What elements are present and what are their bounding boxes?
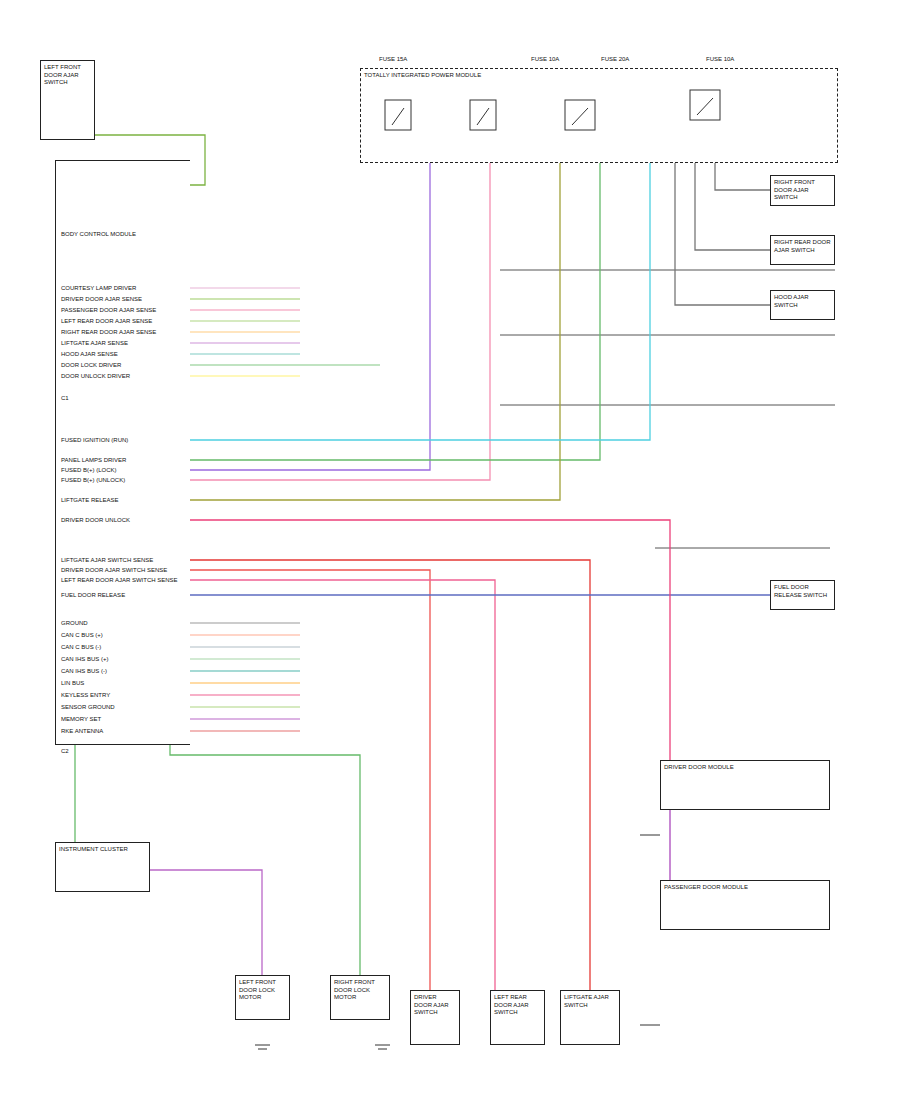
node-text: INSTRUMENT CLUSTER (59, 846, 146, 854)
node-text: HOOD AJAR SWITCH (774, 294, 831, 309)
relay-symbols (385, 90, 720, 130)
pin-name: COURTESY LAMP DRIVER (60, 285, 137, 292)
pin-name: DOOR LOCK DRIVER (60, 362, 122, 369)
wire (190, 163, 560, 500)
switch-box: LEFT FRONT DOOR AJAR SWITCH (40, 60, 95, 140)
pin-name: PASSENGER DOOR AJAR SENSE (60, 307, 157, 314)
wire (669, 810, 670, 880)
motor-box: LEFT FRONT DOOR LOCK MOTOR (235, 975, 290, 1020)
pin-name: LEFT REAR DOOR AJAR SWITCH SENSE (60, 577, 179, 584)
node-text: LEFT REAR DOOR AJAR SWITCH (494, 994, 541, 1017)
pin-name: CAN IHS BUS (-) (60, 668, 108, 675)
pin-name: HOOD AJAR SENSE (60, 351, 119, 358)
module-box: PASSENGER DOOR MODULE (660, 880, 830, 930)
pin-name: C1 (60, 395, 70, 402)
wire (190, 580, 495, 990)
switch-box: RIGHT FRONT DOOR AJAR SWITCH (770, 175, 835, 206)
node-text: DRIVER DOOR AJAR SWITCH (414, 994, 456, 1017)
module-box: DRIVER DOOR MODULE (660, 760, 830, 810)
wire (190, 594, 770, 595)
switch-box: HOOD AJAR SWITCH (770, 290, 835, 320)
wire (190, 560, 590, 990)
wire (715, 163, 770, 190)
pin-name: PANEL LAMPS DRIVER (60, 457, 127, 464)
pin-name: LIFTGATE AJAR SENSE (60, 340, 129, 347)
wire (190, 163, 490, 480)
switch-box: RIGHT REAR DOOR AJAR SWITCH (770, 235, 835, 265)
pin-name: LIFTGATE RELEASE (60, 497, 120, 504)
fuse-label: FUSE 20A (600, 56, 630, 63)
node-text: LEFT FRONT DOOR AJAR SWITCH (44, 64, 91, 87)
pin-name: MEMORY SET (60, 716, 102, 723)
node-text: PASSENGER DOOR MODULE (664, 884, 826, 892)
wire (190, 570, 430, 990)
pin-name: DRIVER DOOR AJAR SWITCH SENSE (60, 567, 168, 574)
pin-name: FUSED IGNITION (RUN) (60, 437, 129, 444)
node-text: TOTALLY INTEGRATED POWER MODULE (364, 72, 834, 80)
wire (170, 745, 360, 975)
pin-name: LEFT REAR DOOR AJAR SENSE (60, 318, 153, 325)
switch-box: FUEL DOOR RELEASE SWITCH (770, 580, 835, 610)
pin-name: FUEL DOOR RELEASE (60, 592, 126, 599)
ground-symbols (255, 835, 660, 1049)
node-text: RIGHT FRONT DOOR AJAR SWITCH (774, 179, 831, 202)
node-text: DRIVER DOOR MODULE (664, 764, 826, 772)
pin-name: RKE ANTENNA (60, 728, 104, 735)
pin-name: SENSOR GROUND (60, 704, 116, 711)
wire (150, 870, 262, 975)
wire (74, 745, 75, 842)
pin-name: GROUND (60, 620, 89, 627)
node-text: LEFT FRONT DOOR LOCK MOTOR (239, 979, 286, 1002)
pin-name: DOOR UNLOCK DRIVER (60, 373, 131, 380)
pin-stubs (190, 288, 380, 731)
pin-name: KEYLESS ENTRY (60, 692, 111, 699)
module-box: TOTALLY INTEGRATED POWER MODULE (360, 68, 838, 163)
pin-name: RIGHT REAR DOOR AJAR SENSE (60, 329, 157, 336)
node-text: FUEL DOOR RELEASE SWITCH (774, 584, 831, 599)
wire (675, 163, 770, 305)
wire (695, 163, 770, 250)
motor-box: RIGHT FRONT DOOR LOCK MOTOR (330, 975, 390, 1020)
wire (190, 163, 430, 470)
node-text: RIGHT REAR DOOR AJAR SWITCH (774, 239, 831, 254)
pin-name: DRIVER DOOR UNLOCK (60, 517, 131, 524)
switch-box: LEFT REAR DOOR AJAR SWITCH (490, 990, 545, 1045)
pin-name: LIFTGATE AJAR SWITCH SENSE (60, 557, 154, 564)
pin-name: LIN BUS (60, 680, 85, 687)
pin-name: CAN C BUS (-) (60, 644, 102, 651)
switch-box: DRIVER DOOR AJAR SWITCH (410, 990, 460, 1045)
fuse-label: FUSE 15A (378, 56, 408, 63)
switch-box: LIFTGATE AJAR SWITCH (560, 990, 620, 1045)
node-text: RIGHT FRONT DOOR LOCK MOTOR (334, 979, 386, 1002)
pin-name: CAN IHS BUS (+) (60, 656, 110, 663)
right-side-buses (500, 270, 835, 548)
module-box: INSTRUMENT CLUSTER (55, 842, 150, 892)
node-text: BODY CONTROL MODULE (61, 231, 187, 239)
fuse-label: FUSE 10A (705, 56, 735, 63)
wire (190, 163, 650, 440)
pin-name: C2 (60, 748, 70, 755)
node-text: LIFTGATE AJAR SWITCH (564, 994, 616, 1009)
wire (190, 163, 600, 460)
wire (190, 520, 670, 760)
pin-name: CAN C BUS (+) (60, 632, 104, 639)
pin-name: FUSED B(+) (LOCK) (60, 467, 118, 474)
fuse-label: FUSE 10A (530, 56, 560, 63)
pin-name: FUSED B(+) (UNLOCK) (60, 477, 126, 484)
pin-name: DRIVER DOOR AJAR SENSE (60, 296, 143, 303)
